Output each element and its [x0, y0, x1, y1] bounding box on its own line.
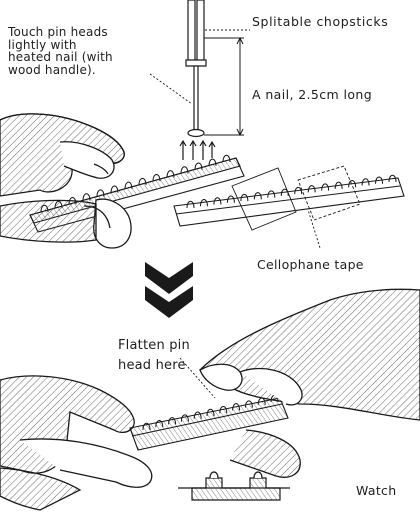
- pin-cross-section: [178, 472, 290, 500]
- nail-dimension: [204, 38, 244, 135]
- right-hand-top: [0, 199, 131, 248]
- left-hand-top: [0, 114, 124, 196]
- label-nail: A nail, 2.5cm long: [252, 88, 372, 102]
- label-watch: Watch: [356, 484, 396, 498]
- down-arrow: [145, 262, 193, 318]
- tool-assembly: [180, 0, 215, 160]
- label-chopsticks: Splitable chopsticks: [252, 15, 388, 29]
- instruction-touch-pin-heads: Touch pin heads lightly with heated nail…: [8, 26, 113, 76]
- right-hand-bottom: [200, 289, 420, 477]
- label-flatten-pin-head: Flatten pin head here: [118, 336, 190, 376]
- left-hand-bottom: [0, 376, 152, 510]
- label-cellophane-tape: Cellophane tape: [257, 258, 364, 272]
